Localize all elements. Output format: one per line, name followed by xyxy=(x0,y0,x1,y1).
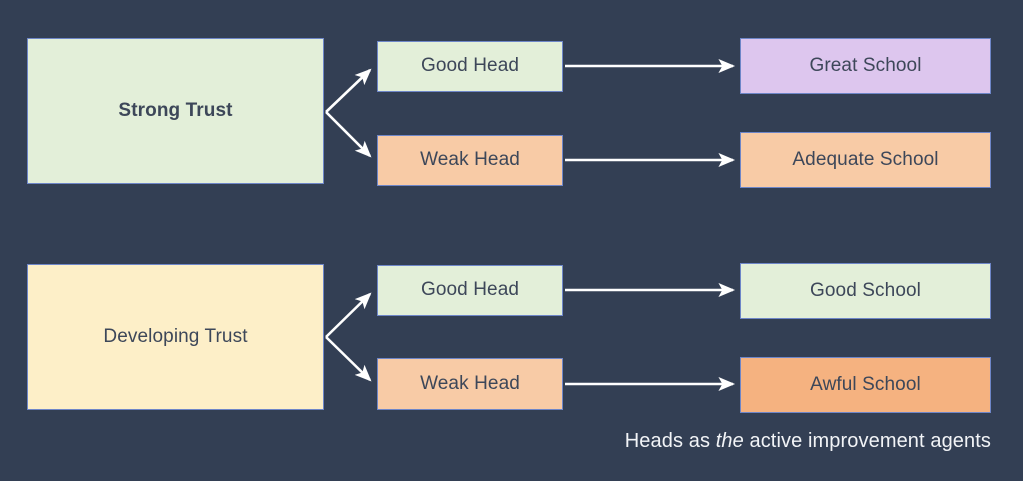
node-good-school[interactable]: Good School xyxy=(740,263,991,319)
node-strong-trust[interactable]: Strong Trust xyxy=(27,38,324,184)
node-great-school[interactable]: Great School xyxy=(740,38,991,94)
caption-prefix: Heads as xyxy=(624,430,716,452)
node-weak-head-developing-trust[interactable]: Weak Head xyxy=(377,358,563,410)
edge-developing-trust-to-weak-head xyxy=(325,336,372,382)
edge-strong-trust-to-good-head xyxy=(325,68,372,113)
edge-strong-trust-to-weak-head xyxy=(325,111,372,158)
caption-suffix: active improvement agents xyxy=(743,430,991,452)
diagram-caption: Heads as the active improvement agents xyxy=(625,430,991,453)
node-adequate-school[interactable]: Adequate School xyxy=(740,132,991,188)
node-developing-trust[interactable]: Developing Trust xyxy=(27,264,324,410)
caption-emphasis: the xyxy=(715,430,744,452)
node-awful-school[interactable]: Awful School xyxy=(740,357,991,413)
edge-developing-trust-to-good-head xyxy=(325,292,372,338)
node-good-head-strong-trust[interactable]: Good Head xyxy=(377,41,563,92)
node-good-head-developing-trust[interactable]: Good Head xyxy=(377,265,563,316)
node-weak-head-strong-trust[interactable]: Weak Head xyxy=(377,135,563,186)
